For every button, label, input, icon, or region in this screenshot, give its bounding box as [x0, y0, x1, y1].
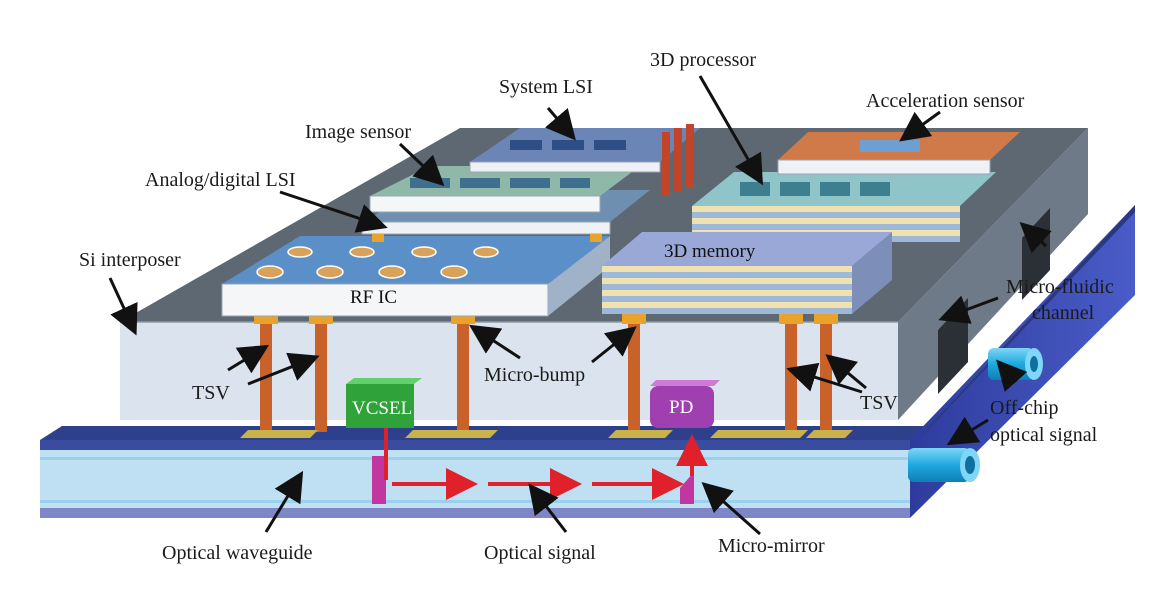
label-3d-memory: 3D memory [664, 241, 756, 262]
label-micro-bump: Micro-bump [484, 364, 586, 386]
label-vcsel: VCSEL [352, 398, 413, 419]
label-tsv-right: TSV [860, 392, 898, 414]
rf-ic-chip [221, 236, 610, 317]
label-off-chip-2: optical signal [990, 424, 1098, 446]
label-3d-processor: 3D processor [650, 49, 757, 71]
label-si-interposer: Si interposer [79, 249, 181, 271]
vcsel-device [346, 378, 422, 428]
label-acceleration-sensor: Acceleration sensor [866, 90, 1025, 112]
label-image-sensor: Image sensor [305, 121, 412, 143]
label-micro-fluidic-2: channel [1032, 302, 1095, 324]
label-micro-fluidic-1: Micro-fluidic [1006, 276, 1114, 298]
label-micro-mirror: Micro-mirror [718, 535, 825, 557]
leader-arrows [108, 75, 1052, 536]
label-tsv-left: TSV [192, 382, 230, 404]
acceleration-sensor-chip [777, 132, 1020, 175]
label-off-chip-1: Off-chip [990, 397, 1059, 419]
label-optical-waveguide: Optical waveguide [162, 542, 313, 564]
label-pd: PD [669, 397, 694, 418]
pd-device [650, 380, 720, 428]
3d-processor-chip [692, 172, 996, 242]
label-optical-signal: Optical signal [484, 542, 596, 564]
label-system-lsi: System LSI [499, 76, 593, 98]
label-rf-ic: RF IC [350, 287, 397, 308]
label-analog-digital-lsi: Analog/digital LSI [145, 169, 296, 191]
micro-bump-group [240, 314, 853, 438]
3d-memory-chip [602, 232, 892, 314]
image-sensor-stack [361, 124, 700, 242]
